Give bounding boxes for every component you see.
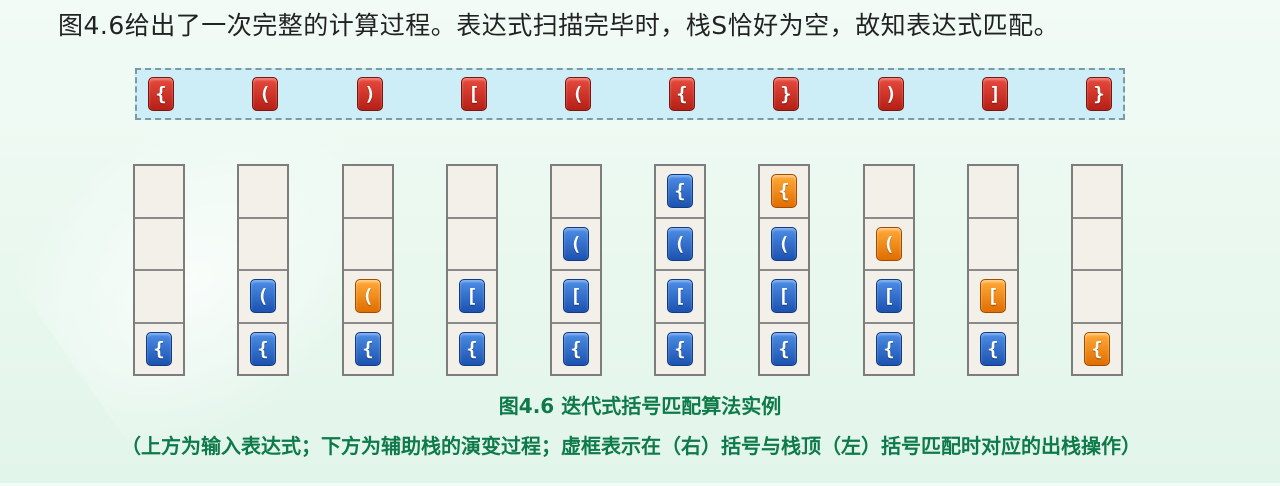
input-token-tile: ) bbox=[878, 77, 904, 111]
popped-bracket-tile: { bbox=[1084, 331, 1110, 366]
popped-bracket-tile: [ bbox=[980, 279, 1006, 314]
stack-cell: [ bbox=[552, 271, 600, 324]
stack-bracket-tile: { bbox=[146, 331, 172, 366]
stack-bracket-tile: { bbox=[355, 331, 381, 366]
stack-bracket-tile: { bbox=[459, 331, 485, 366]
stack-bracket-tile: ( bbox=[771, 226, 797, 261]
stack-cell bbox=[448, 166, 496, 219]
stack-cell: { bbox=[1073, 324, 1121, 375]
stack-bracket-tile: { bbox=[250, 331, 276, 366]
stack-column: ({ bbox=[342, 164, 394, 376]
stack-cell bbox=[135, 219, 183, 271]
stack-cell bbox=[552, 166, 600, 219]
stack-cell: ( bbox=[865, 219, 913, 271]
stack-cell bbox=[448, 219, 496, 271]
stack-bracket-tile: ( bbox=[563, 226, 589, 261]
stack-cell: { bbox=[656, 324, 704, 375]
stack-cell: { bbox=[656, 166, 704, 219]
popped-bracket-tile: { bbox=[771, 174, 797, 209]
intro-text: 图4.6给出了一次完整的计算过程。表达式扫描完毕时，栈S恰好为空，故知表达式匹配… bbox=[58, 11, 1060, 40]
stack-cell bbox=[135, 166, 183, 219]
stack-cell bbox=[865, 166, 913, 219]
stack-cell: { bbox=[448, 324, 496, 375]
stack-bracket-tile: ( bbox=[250, 279, 276, 314]
stack-bracket-tile: { bbox=[771, 331, 797, 366]
stack-bracket-tile: { bbox=[876, 331, 902, 366]
stack-column: ( [ { bbox=[863, 164, 915, 376]
stack-bracket-tile: { bbox=[667, 174, 693, 209]
stack-cell: { bbox=[344, 324, 392, 375]
stack-column: ({ bbox=[237, 164, 289, 376]
popped-bracket-tile: ( bbox=[876, 226, 902, 261]
stack-cell bbox=[969, 219, 1017, 271]
stack-cell bbox=[1073, 219, 1121, 271]
stack-column: { ( [ { bbox=[654, 164, 706, 376]
input-token-tile: ) bbox=[357, 77, 383, 111]
stack-bracket-tile: { bbox=[980, 331, 1006, 366]
stack-column: [{ bbox=[967, 164, 1019, 376]
input-token-tile: { bbox=[148, 77, 174, 111]
stack-cell bbox=[135, 271, 183, 324]
stack-cell: ( bbox=[760, 219, 808, 271]
stack-cell: ( bbox=[239, 271, 287, 324]
stack-cell bbox=[969, 166, 1017, 219]
stack-column: { bbox=[1071, 164, 1123, 376]
input-token-tile: ] bbox=[982, 77, 1008, 111]
stack-cell bbox=[239, 219, 287, 271]
input-token-tile: { bbox=[669, 77, 695, 111]
stack-cell: [ bbox=[969, 271, 1017, 324]
stack-cell bbox=[344, 166, 392, 219]
stack-cell: { bbox=[760, 324, 808, 375]
stack-bracket-tile: [ bbox=[667, 279, 693, 314]
stack-column: { bbox=[133, 164, 185, 376]
stack-cell: { bbox=[239, 324, 287, 375]
stack-cell: [ bbox=[865, 271, 913, 324]
stack-cell: { bbox=[969, 324, 1017, 375]
stack-cell: { bbox=[760, 166, 808, 219]
input-token-tile: } bbox=[773, 77, 799, 111]
input-expression-row: { () [ ( {})]} bbox=[135, 68, 1125, 120]
stack-bracket-tile: { bbox=[563, 331, 589, 366]
stack-cell: { bbox=[135, 324, 183, 375]
stack-column: ( [ { bbox=[550, 164, 602, 376]
stack-cell bbox=[1073, 271, 1121, 324]
stack-bracket-tile: [ bbox=[876, 279, 902, 314]
stack-bracket-tile: [ bbox=[771, 279, 797, 314]
stack-cell: ( bbox=[656, 219, 704, 271]
stack-cell: { bbox=[865, 324, 913, 375]
stack-column: [{ bbox=[446, 164, 498, 376]
stack-bracket-tile: [ bbox=[563, 279, 589, 314]
stack-cell: [ bbox=[448, 271, 496, 324]
stack-cell bbox=[344, 219, 392, 271]
figure-caption: 图4.6 迭代式括号匹配算法实例 bbox=[498, 394, 782, 418]
stack-cell: [ bbox=[760, 271, 808, 324]
stack-bracket-tile: ( bbox=[667, 226, 693, 261]
stack-cell: ( bbox=[552, 219, 600, 271]
input-token-tile: } bbox=[1086, 77, 1112, 111]
stack-cell: ( bbox=[344, 271, 392, 324]
input-token-tile: ( bbox=[252, 77, 278, 111]
stack-cell: [ bbox=[656, 271, 704, 324]
input-token-tile: ( bbox=[565, 77, 591, 111]
stack-bracket-tile: [ bbox=[459, 279, 485, 314]
popped-bracket-tile: ( bbox=[355, 279, 381, 314]
stack-bracket-tile: { bbox=[667, 331, 693, 366]
stack-cell: { bbox=[552, 324, 600, 375]
stack-cell bbox=[1073, 166, 1121, 219]
input-token-tile: [ bbox=[461, 77, 487, 111]
stack-column: { ( [ { bbox=[758, 164, 810, 376]
figure-subcaption: （上方为输入表达式；下方为辅助栈的演变过程；虚框表示在（右）括号与栈顶（左）括号… bbox=[121, 434, 1141, 458]
stack-cell bbox=[239, 166, 287, 219]
